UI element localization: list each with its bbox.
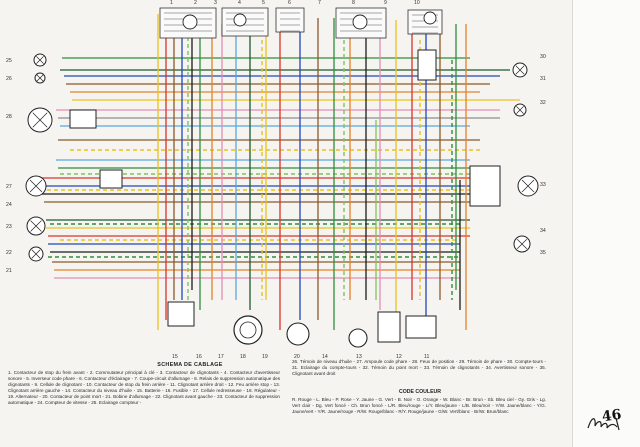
connector-block xyxy=(99,169,123,189)
component-label: 35 xyxy=(540,250,546,256)
component-label: 5 xyxy=(262,0,265,6)
component-label: 6 xyxy=(288,0,291,6)
lamp-cross xyxy=(521,179,535,193)
component-label: 18 xyxy=(240,354,246,360)
component-label: 7 xyxy=(318,0,321,6)
gauge-dial xyxy=(423,11,437,25)
lamp-cross xyxy=(29,179,43,193)
component-label: 23 xyxy=(6,224,12,230)
component-label: 24 xyxy=(6,202,12,208)
component-label: 3 xyxy=(214,0,217,6)
component-label: 17 xyxy=(218,354,224,360)
component-label: 27 xyxy=(6,184,12,190)
color-code-title: CODE COULEUR xyxy=(398,389,442,395)
page-gutter xyxy=(572,0,640,447)
color-code-legend: R. Rouge - L. Bleu - P. Rose - Y. Jaune … xyxy=(292,397,546,415)
lamp-cross xyxy=(31,249,41,259)
alternator xyxy=(233,315,263,345)
connector-block xyxy=(417,49,437,81)
component-label: 19 xyxy=(262,354,268,360)
component-label: 34 xyxy=(540,228,546,234)
battery xyxy=(377,311,401,343)
component-label: 21 xyxy=(6,268,12,274)
diagram-title: SCHEMA DE CABLAGE xyxy=(157,362,223,368)
component-label: 31 xyxy=(540,76,546,82)
component-label: 13 xyxy=(356,354,362,360)
component-label: 4 xyxy=(238,0,241,6)
component-label: 16 xyxy=(196,354,202,360)
regulator xyxy=(405,315,437,339)
component-label: 11 xyxy=(424,354,429,360)
component-layer xyxy=(25,7,539,348)
gauge-dial xyxy=(352,14,368,30)
component-label: 30 xyxy=(540,54,546,60)
rectifier xyxy=(167,301,195,327)
lamp-cross xyxy=(32,112,48,128)
lamp-cross xyxy=(516,238,528,250)
component-label: 28 xyxy=(6,114,12,120)
page-number: 46 xyxy=(600,406,623,426)
gauge-dial xyxy=(233,13,247,27)
component-label: 1 xyxy=(170,0,173,6)
component-label: 25 xyxy=(6,58,12,64)
lamp-cross xyxy=(516,106,524,114)
lamp-cross xyxy=(36,56,44,64)
component-label: 14 xyxy=(322,354,328,360)
component-label: 33 xyxy=(540,182,546,188)
gauge-dial xyxy=(182,14,198,30)
component-label: 32 xyxy=(540,100,546,106)
component-label: 2 xyxy=(194,0,197,6)
lamp-cross xyxy=(36,74,44,82)
component-label: 22 xyxy=(6,250,12,256)
component-legend-right: 26. Témoin de niveau d'huile - 27. Ampou… xyxy=(292,359,546,377)
ignition-coil xyxy=(348,328,368,348)
horn xyxy=(286,322,310,346)
connector-block xyxy=(69,109,97,129)
component-label: 12 xyxy=(396,354,402,360)
switch-box xyxy=(275,7,305,33)
flasher-relay xyxy=(469,165,501,207)
component-legend-left: 1. Contacteur de stop du frein avant - 2… xyxy=(8,370,280,406)
wire-layer xyxy=(40,14,520,330)
component-label: 9 xyxy=(384,0,387,6)
component-label: 15 xyxy=(172,354,178,360)
component-label: 20 xyxy=(294,354,300,360)
component-label: 26 xyxy=(6,76,12,82)
lamp-cross xyxy=(515,65,525,75)
alternator-rotor xyxy=(239,321,257,339)
component-label: 10 xyxy=(414,0,420,6)
handwritten-signature xyxy=(587,417,620,431)
lamp-cross xyxy=(30,220,42,232)
component-label: 8 xyxy=(352,0,355,6)
